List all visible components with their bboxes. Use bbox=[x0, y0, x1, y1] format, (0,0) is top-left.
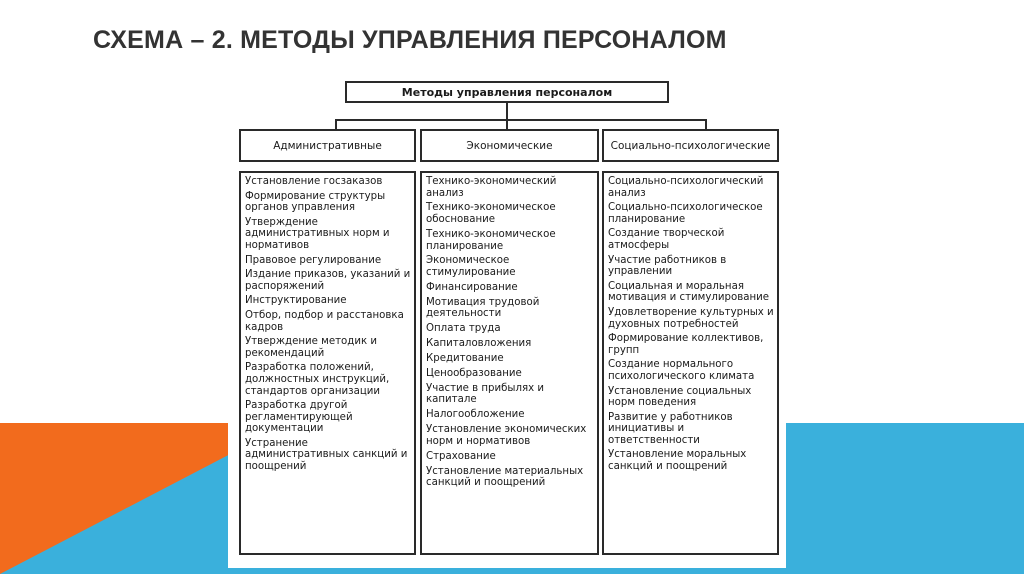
connector-col-3 bbox=[705, 119, 707, 129]
list-item: Оплата труда bbox=[426, 323, 501, 335]
list-item: Капиталовложения bbox=[426, 338, 532, 350]
list-item: Технико-экономическое обоснование bbox=[426, 202, 556, 226]
connector-horizontal bbox=[335, 119, 707, 121]
list-item: Финансирование bbox=[426, 281, 518, 293]
list-item: Участие работников в управлении bbox=[608, 254, 727, 278]
methods-diagram: Методы управления персоналом Администрат… bbox=[228, 76, 786, 568]
list-item: Страхование bbox=[426, 450, 496, 462]
list-item: Установление экономических норм и нормат… bbox=[426, 424, 587, 447]
connector-col-1 bbox=[335, 119, 337, 129]
list-item: Ценообразование bbox=[426, 367, 522, 379]
list-item: Экономическое стимулирование bbox=[426, 255, 516, 279]
list-item: Удовлетворение культурных и духовных пот… bbox=[608, 306, 774, 330]
economic-methods-list: Технико-экономический анализ Технико-эко… bbox=[420, 171, 599, 555]
connector-col-2 bbox=[506, 119, 508, 129]
list-item: Правовое регулирование bbox=[245, 254, 382, 266]
list-item: Формирование структуры органов управлени… bbox=[245, 190, 386, 214]
list-item: Утверждение административных норм и норм… bbox=[245, 216, 390, 251]
list-item: Развитие у работников инициативы и ответ… bbox=[608, 411, 733, 446]
list-item: Создание нормального психологического кл… bbox=[608, 359, 755, 382]
list-item: Участие в прибылях и капитале bbox=[426, 382, 544, 406]
slide-title: СХЕМА – 2. МЕТОДЫ УПРАВЛЕНИЯ ПЕРСОНАЛОМ bbox=[93, 26, 727, 54]
list-item: Устранение административных санкций и по… bbox=[245, 437, 408, 473]
list-item: Социально-психологическое планирование bbox=[608, 202, 763, 225]
list-item: Отбор, подбор и расстановка кадров bbox=[245, 309, 404, 333]
list-item: Установление моральных санкций и поощрен… bbox=[608, 449, 747, 473]
category-socio-psychological: Социально-психологические bbox=[602, 129, 779, 162]
list-item: Социальная и моральная мотивация и стиму… bbox=[608, 280, 770, 304]
list-item: Издание приказов, указаний и распоряжени… bbox=[245, 269, 411, 292]
list-item: Технико-экономическое планирование bbox=[426, 228, 556, 252]
list-item: Установление госзаказов bbox=[245, 176, 383, 187]
diagram-root-box: Методы управления персоналом bbox=[345, 81, 669, 103]
list-item: Создание творческой атмосферы bbox=[608, 228, 725, 251]
list-item: Утверждение методик и рекомендаций bbox=[245, 336, 377, 359]
list-item: Разработка другой регламентирующей докум… bbox=[245, 400, 353, 435]
connector-root bbox=[506, 103, 508, 120]
list-item: Социально-психологический анализ bbox=[608, 176, 764, 199]
list-item: Разработка положений, должностных инстру… bbox=[245, 362, 390, 397]
list-item: Инструктирование bbox=[245, 295, 347, 307]
list-item: Мотивация трудовой деятельности bbox=[426, 296, 540, 320]
list-item: Установление материальных санкций и поощ… bbox=[426, 465, 584, 489]
category-administrative: Административные bbox=[239, 129, 416, 162]
category-economic: Экономические bbox=[420, 129, 599, 162]
list-item: Кредитование bbox=[426, 353, 504, 365]
list-item: Установление социальных норм поведения bbox=[608, 385, 752, 409]
list-item: Налогообложение bbox=[426, 409, 525, 421]
administrative-methods-list: Установление госзаказов Формирование стр… bbox=[239, 171, 416, 555]
list-item: Формирование коллективов, групп bbox=[608, 333, 764, 356]
list-item: Технико-экономический анализ bbox=[426, 176, 557, 199]
socio-psychological-methods-list: Социально-психологический анализ Социаль… bbox=[602, 171, 779, 555]
